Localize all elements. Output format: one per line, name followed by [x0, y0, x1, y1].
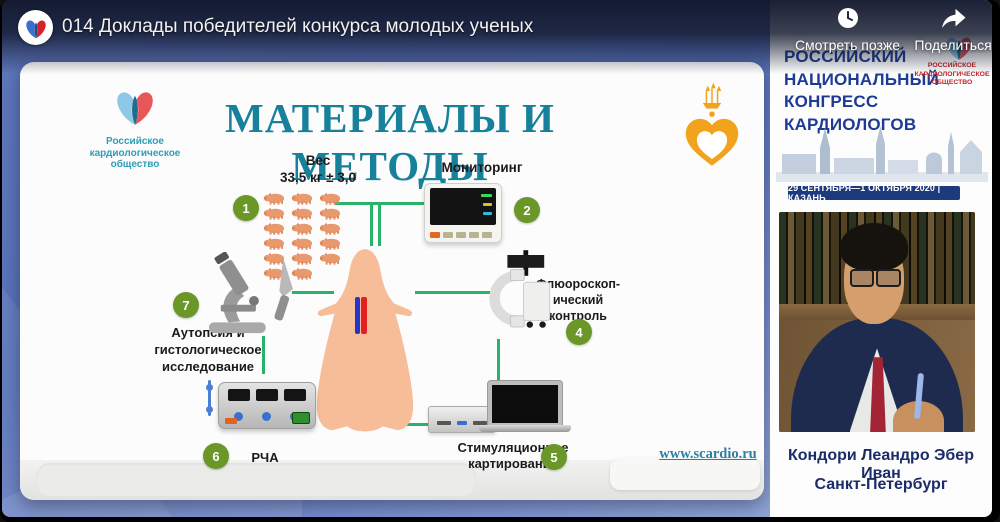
pig-icon	[290, 222, 314, 235]
connector-line	[262, 336, 265, 374]
pig-icon	[262, 222, 286, 235]
connector-line	[415, 291, 490, 294]
fluoroscopy-label: Флюороскоп- ический контроль	[535, 277, 621, 323]
catheter-blue-icon	[355, 297, 360, 334]
watch-later-label: Смотреть позже	[794, 37, 901, 53]
video-title[interactable]: 014 Доклады победителей конкурса молодых…	[62, 16, 534, 37]
rko-society-logo: Российское кардиологическое общество	[60, 84, 210, 171]
catheter-red-icon	[361, 297, 367, 334]
step-circle-2: 2	[514, 197, 540, 223]
channel-logo[interactable]	[18, 10, 53, 45]
desktop-background: Российское кардиологическое общество МАТ…	[2, 0, 770, 517]
step-circle-5: 5	[541, 444, 567, 470]
pig-icon	[290, 192, 314, 205]
rfa-label: РЧА	[251, 450, 279, 465]
patient-monitor-icon	[424, 183, 502, 243]
pig-icon	[262, 207, 286, 220]
speaker-tie	[870, 357, 886, 432]
stimulation-mapping-label: Стимуляционное картирование	[457, 440, 569, 471]
rko-society-logo-text: Российское кардиологическое общество	[89, 136, 181, 170]
society-name: РОССИЙСКОЕ КАРДИОЛОГИЧЕСКОЕ ОБЩЕСТВО	[914, 62, 990, 86]
pig-icon	[290, 207, 314, 220]
speaker-hair	[839, 223, 909, 272]
date-location-band: 29 СЕНТЯБРЯ—1 ОКТЯБРЯ 2020 | КАЗАНЬ	[788, 183, 960, 203]
presentation-slide: Российское кардиологическое общество МАТ…	[20, 62, 764, 500]
connector-line	[370, 202, 373, 246]
speaker-webcam	[779, 212, 975, 432]
microscope-icon	[209, 252, 294, 334]
weight-label: Вес 33,5 кг ± 3,0	[279, 153, 357, 185]
website-link[interactable]: www.scardio.ru	[659, 446, 757, 462]
slide-stacked-page	[36, 463, 476, 496]
slide-title: МАТЕРИАЛЫ И МЕТОДЫ	[225, 95, 555, 189]
monitor-screen	[430, 188, 496, 225]
connector-line	[335, 202, 427, 205]
clock-icon	[837, 8, 858, 28]
step-circle-4: 4	[566, 319, 592, 345]
slide-stacked-page	[610, 458, 760, 490]
laptop-icon	[487, 380, 563, 428]
step-circle-7: 7	[173, 292, 199, 318]
rfa-pole-dot	[206, 406, 213, 413]
pig-icon	[318, 192, 342, 205]
connector-line	[378, 202, 381, 246]
rfa-pole-dot	[206, 384, 213, 391]
watch-later-button[interactable]: Смотреть позже	[790, 6, 905, 53]
pig-icon	[262, 192, 286, 205]
step-circle-6: 6	[203, 443, 229, 469]
share-label: Поделиться	[914, 37, 992, 53]
rfa-generator-icon	[218, 382, 316, 429]
pig-icon	[318, 207, 342, 220]
channel-logo-icon	[25, 20, 46, 38]
connector-line	[497, 339, 500, 385]
monitoring-label: Мониторинг	[441, 160, 523, 175]
laptop-base	[479, 425, 571, 432]
almazov-gold-heart-logo-icon	[685, 82, 739, 166]
speaker-name: Кондори Леандро Эбер Иван	[788, 447, 974, 482]
rfa-pole-icon	[208, 380, 211, 416]
connector-line	[292, 291, 334, 294]
fluoroscopy-c-arm-icon	[489, 250, 551, 328]
share-arrow-icon	[942, 8, 966, 29]
step-circle-1: 1	[233, 195, 259, 221]
congress-sidebar: РОССИЙСКИЙ НАЦИОНАЛЬНЫЙ КОНГРЕСС КАРДИОЛ…	[770, 0, 992, 517]
share-button[interactable]: Поделиться	[907, 6, 992, 53]
pig-icon	[262, 237, 286, 250]
pig-icon	[318, 222, 342, 235]
speaker-glasses	[849, 269, 901, 287]
kazan-skyline-illustration	[776, 126, 988, 182]
speaker-city: Санкт-Петербург	[814, 476, 948, 493]
pig-silhouette-icon	[316, 249, 414, 432]
